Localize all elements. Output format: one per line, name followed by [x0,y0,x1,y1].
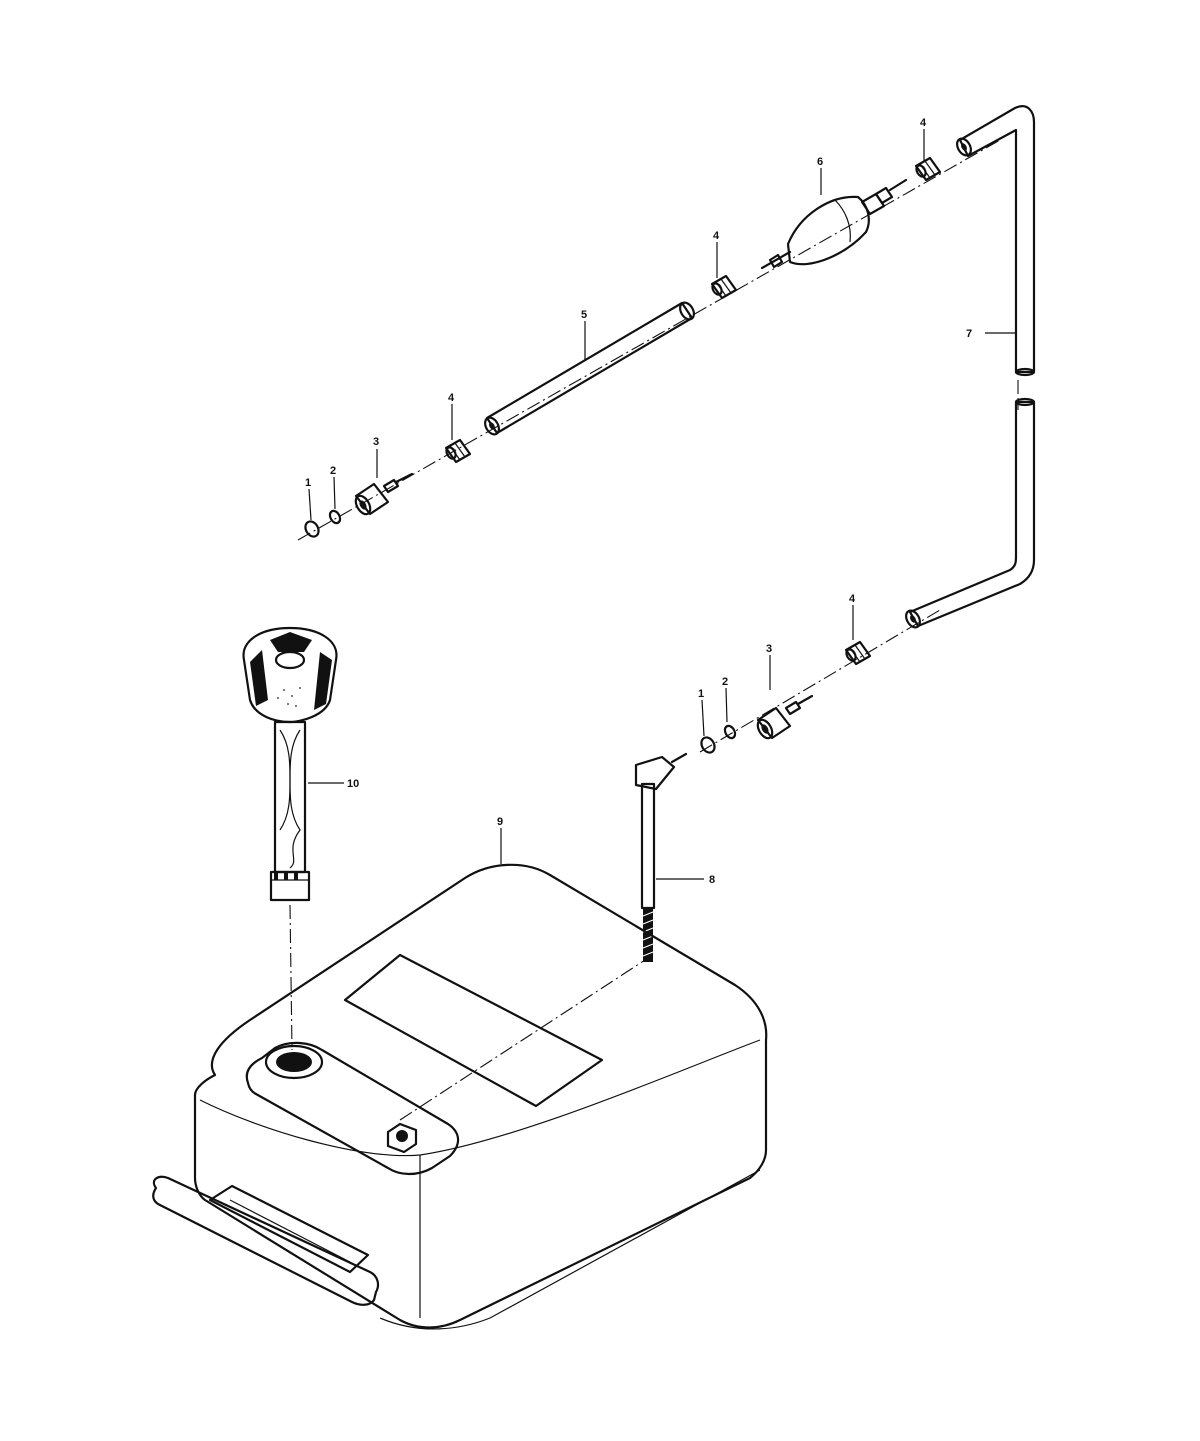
callout-7: 7 [966,328,972,340]
part-9-fuel-tank [152,863,768,1330]
callout-1-mid: 1 [698,688,704,700]
callout-1-top: 1 [305,477,311,489]
callout-6: 6 [817,156,823,168]
callout-10: 10 [347,778,359,790]
part-6-primer-bulb [760,178,908,270]
callout-2-top: 2 [330,465,336,477]
part-4-hose-clamp-top-a [444,438,472,464]
callout-4-mid: 4 [849,593,856,605]
callout-3-mid: 3 [766,643,772,655]
callout-4-top-c: 4 [920,117,927,129]
part-1-o-ring-mid [700,736,716,754]
part-3-connector-top [354,472,414,516]
callout-3-top: 3 [373,436,379,448]
callout-8: 8 [709,874,715,886]
part-8-fuel-pickup-tube [634,752,688,962]
leader-lines [308,129,1016,880]
part-10-fuel-gauge [242,626,338,902]
callout-9: 9 [497,816,503,828]
part-2-washer-top [328,509,342,525]
part-3-connector-mid [756,694,814,740]
part-7-bent-hose [905,105,1036,629]
part-4-hose-clamp-top-b [710,274,738,300]
callout-5: 5 [581,309,587,321]
part-1-o-ring-top [304,520,320,538]
part-4-hose-clamp-mid [844,640,872,666]
callout-4-top-b: 4 [713,230,720,242]
assembly-centerlines [289,139,1019,1121]
callout-2-mid: 2 [722,676,728,688]
part-2-washer-mid [723,724,737,740]
callout-labels: 1 2 3 4 5 4 6 4 7 4 3 2 1 10 9 8 [305,117,972,886]
part-4-hose-clamp-top-c [914,156,942,182]
part-5-fuel-hose [484,301,695,436]
callout-4-top-a: 4 [448,392,455,404]
